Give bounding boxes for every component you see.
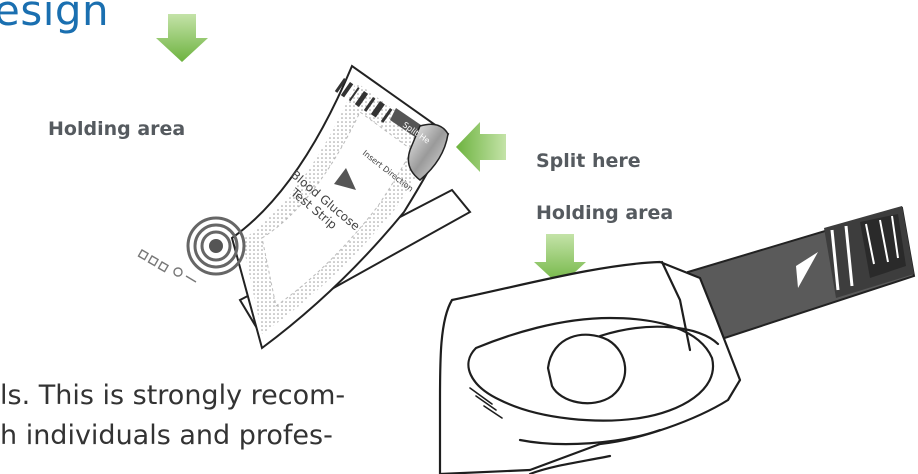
body-line-2: h individuals and profes- (0, 416, 440, 456)
target-icon (188, 218, 244, 274)
hand-illustration (440, 262, 740, 474)
body-paragraph: ls. This is strongly recom- h individual… (0, 376, 440, 456)
split-here-label: Split here (536, 150, 641, 172)
body-line-1: ls. This is strongly recom- (0, 376, 440, 416)
holding-area-label-right: Holding area (536, 202, 673, 224)
holding-area-label-top: Holding area (48, 118, 185, 140)
test-strip-illustration (688, 206, 914, 346)
arrow-left-icon (456, 122, 506, 172)
arrow-down-icon (156, 14, 208, 62)
